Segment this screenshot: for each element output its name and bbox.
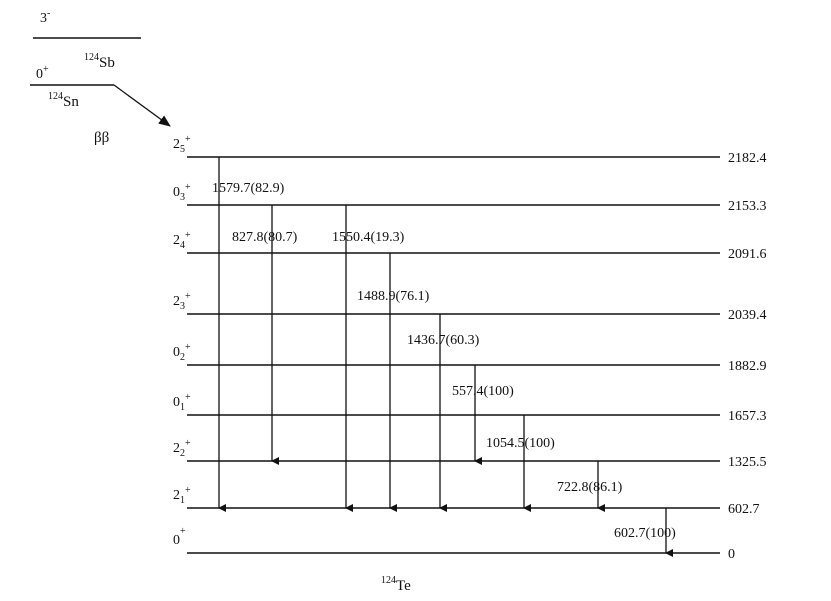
level-spin-label: 22+: [173, 438, 191, 459]
level-energy-label: 2091.6: [728, 247, 767, 262]
gamma-transitions: 1579.7(82.9) 827.8(80.7) 1550.4(19.3) 1488.…: [212, 157, 676, 557]
gamma-transition-label: 1488.9(76.1): [357, 289, 430, 304]
level-spin-label: 21+: [173, 485, 191, 506]
level-parity: +: [185, 342, 191, 353]
level-spin-subscript: 4: [180, 240, 185, 251]
te-symbol: Te: [396, 578, 411, 594]
level-parity: +: [185, 134, 191, 145]
level-spin-subscript: 1: [180, 402, 185, 413]
double-beta-decay-label: ββ: [94, 130, 109, 146]
level-energy-label: 0: [728, 547, 735, 562]
te-mass-number: 124: [381, 575, 396, 586]
sn-parity: +: [43, 64, 49, 75]
level-spin-subscript: 3: [180, 192, 185, 203]
sb-symbol: Sb: [99, 55, 115, 71]
level-spin-value: 2: [173, 441, 180, 456]
sn-symbol: Sn: [63, 94, 79, 110]
level-energy-label: 602.7: [728, 502, 760, 517]
level-parity: +: [185, 291, 191, 302]
sn-mass-number: 124: [48, 91, 63, 102]
level-spin-value: 0: [173, 185, 180, 200]
gamma-transition-label: 1436.7(60.3): [407, 333, 480, 348]
level-parity: +: [185, 230, 191, 241]
level-parity: +: [185, 438, 191, 449]
double-beta-decay-arrow: [113, 84, 171, 127]
level-energy-label: 1325.5: [728, 455, 767, 470]
level-spin-value: 2: [173, 488, 180, 503]
level-spin-subscript: 5: [180, 144, 185, 155]
level-energy-label: 1657.3: [728, 409, 767, 424]
sb-spin-label: 3-: [40, 8, 50, 26]
level-spin-value: 2: [173, 294, 180, 309]
daughter-nuclide-label: 124Te: [381, 575, 411, 594]
gamma-transition-label: 602.7(100): [614, 526, 676, 541]
level-parity: +: [185, 392, 191, 403]
gamma-transition-label: 722.8(86.1): [557, 480, 623, 495]
level-spin-label: 01+: [173, 392, 191, 413]
level-spin-label: 24+: [173, 230, 191, 251]
level-energy-label: 2153.3: [728, 199, 767, 214]
level-spin-subscript: 3: [180, 301, 185, 312]
gamma-transition-label: 557.4(100): [452, 384, 514, 399]
gamma-transition-label: 1579.7(82.9): [212, 181, 285, 196]
gamma-transition-label: 827.8(80.7): [232, 230, 298, 245]
level-spin-value: 0: [173, 395, 180, 410]
level-spin-label: 0+: [173, 526, 186, 548]
level-spin-value: 2: [173, 233, 180, 248]
sn-nuclide-label: 124Sn: [48, 91, 79, 110]
level-spin-subscript: 2: [180, 352, 185, 363]
level-spin-subscript: 2: [180, 448, 185, 459]
parent-sb-level: 3- 124Sb: [33, 8, 141, 71]
sn-spin-value: 0: [36, 67, 43, 82]
level-spin-value: 2: [173, 137, 180, 152]
sb-nuclide-label: 124Sb: [84, 52, 115, 71]
level-parity: +: [185, 182, 191, 193]
level-spin-value: 0: [173, 533, 180, 548]
sb-spin-value: 3: [40, 11, 47, 26]
level-parity: +: [180, 526, 186, 537]
gamma-transition-label: 1550.4(19.3): [332, 230, 405, 245]
gamma-transition-label: 1054.5(100): [486, 436, 555, 451]
sb-parity: -: [47, 8, 50, 19]
sb-mass-number: 124: [84, 52, 99, 63]
level-spin-value: 0: [173, 345, 180, 360]
level-spin-subscript: 1: [180, 495, 185, 506]
level-energy-label: 2182.4: [728, 151, 767, 166]
sn-spin-label: 0+: [36, 64, 49, 82]
level-spin-label: 25+: [173, 134, 191, 155]
level-spin-label: 03+: [173, 182, 191, 203]
level-energy-label: 2039.4: [728, 308, 767, 323]
daughter-levels: 25+2182.403+2153.324+2091.623+2039.402+1…: [173, 134, 767, 562]
parent-sn-level: 0+ 124Sn: [30, 64, 114, 110]
level-spin-label: 02+: [173, 342, 191, 363]
level-spin-label: 23+: [173, 291, 191, 312]
level-parity: +: [185, 485, 191, 496]
level-energy-label: 1882.9: [728, 359, 767, 374]
